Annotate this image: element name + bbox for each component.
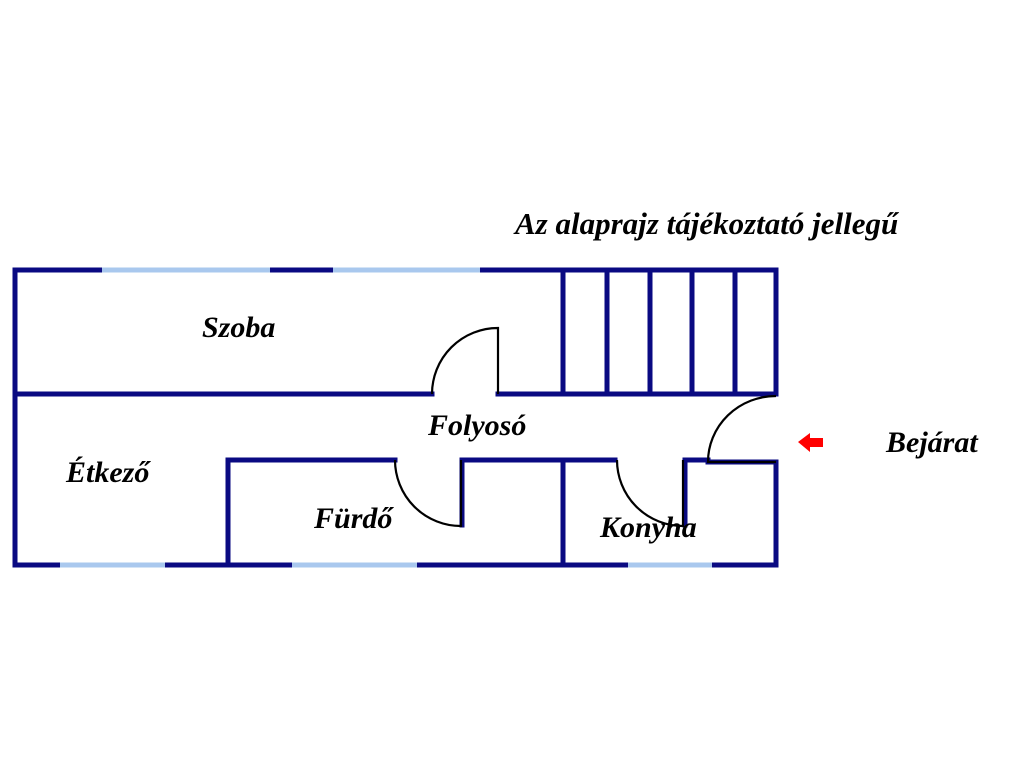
doors: [393, 326, 777, 528]
room-label-etkezo: Étkező: [65, 456, 151, 489]
entrance-door: [706, 394, 777, 464]
arrow-left-icon: [798, 433, 823, 452]
szoba-door: [430, 326, 500, 395]
disclaimer-note: Az alaprajz tájékoztató jellegű: [513, 206, 900, 241]
room-label-folyoso: Folyosó: [427, 409, 526, 442]
furdo-door: [393, 459, 463, 528]
room-label-konyha: Konyha: [599, 511, 697, 544]
entrance-label: Bejárat: [885, 426, 979, 459]
room-label-szoba: Szoba: [202, 311, 275, 344]
konyha-door: [615, 459, 685, 528]
room-label-furdo: Fürdő: [313, 502, 394, 535]
windows: [60, 267, 712, 568]
staircase: [560, 267, 738, 397]
